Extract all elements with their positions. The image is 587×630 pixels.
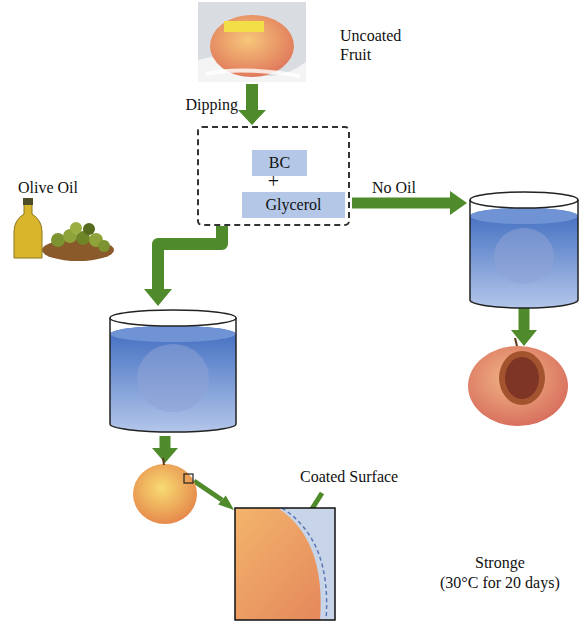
mixture-group: +BCGlycerol: [197, 126, 350, 226]
annotation-label: Stronge: [475, 553, 525, 572]
arrow-head: [238, 110, 266, 125]
olive-oil-picture: [14, 198, 114, 261]
flow-arrow: [238, 84, 266, 125]
node-text: Uncoated Fruit: [340, 26, 418, 64]
ingredient-box: Glycerol: [242, 192, 345, 218]
arrow-shaft: [246, 84, 258, 111]
ingredient-box: BC: [252, 150, 307, 176]
coated-apple: [133, 458, 197, 524]
fruit-photo-node: Uncoated Fruit: [198, 2, 306, 82]
fruit-photo: [198, 2, 306, 82]
node-text: BC: [269, 153, 290, 172]
node-text: Glycerol: [266, 195, 322, 214]
spoiled-apple: [468, 338, 568, 426]
beaker: [110, 310, 236, 432]
annotation-label: (30°C for 20 days): [440, 573, 560, 592]
annotation-label: Coated Surface: [300, 467, 398, 486]
zoom-inset: [235, 508, 335, 620]
beaker: [470, 192, 578, 308]
annotation-label: Olive Oil: [18, 178, 78, 197]
annotation-label: No Oil: [372, 178, 416, 197]
edge-label: Dipping: [186, 95, 238, 114]
